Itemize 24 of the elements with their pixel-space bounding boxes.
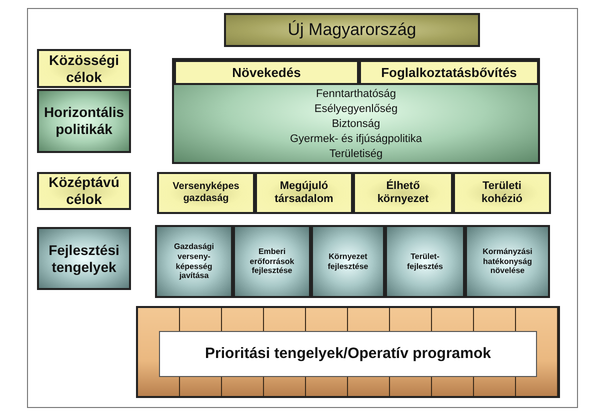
- goal-box: Közösségi célok: [37, 49, 131, 88]
- axis-box: Fejlesztési tengelyek: [37, 227, 131, 290]
- goal-box: Versenyképes gazdaság: [157, 172, 255, 214]
- title-box: Új Magyarország: [224, 13, 480, 47]
- axis-box: Kormányzási hatékonyság növelése: [465, 225, 550, 298]
- program-box: Prioritási tengelyek/Operatív programok: [159, 331, 537, 377]
- goal-box: Középtávú célok: [37, 172, 131, 210]
- policy-text: Fenntarthatóság: [316, 87, 396, 102]
- goal-box: Megújuló társadalom: [255, 172, 353, 214]
- goal-box: Élhető környezet: [353, 172, 453, 214]
- axis-box: Környezet fejlesztése: [311, 225, 385, 298]
- header-box: Növekedés: [174, 60, 359, 85]
- policy-text: Gyermek- és ifjúságpolitika: [290, 132, 422, 147]
- brick-band: [136, 306, 560, 398]
- policy-panel: [172, 58, 540, 164]
- axis-box: Emberi erőforrások fejlesztése: [233, 225, 311, 298]
- axis-box: Terület-fejlesztés: [385, 225, 465, 298]
- header-box: Foglalkoztatásbővítés: [359, 60, 539, 85]
- policy-text: Területiség: [329, 147, 383, 162]
- policy-text: Biztonság: [332, 117, 380, 132]
- axis-box: Gazdasági verseny-képesség javítása: [155, 225, 233, 298]
- label-box: Horizontális politikák: [37, 89, 131, 153]
- goal-box: Területi kohézió: [453, 172, 551, 214]
- policy-text: Esélyegyenlőség: [314, 102, 398, 117]
